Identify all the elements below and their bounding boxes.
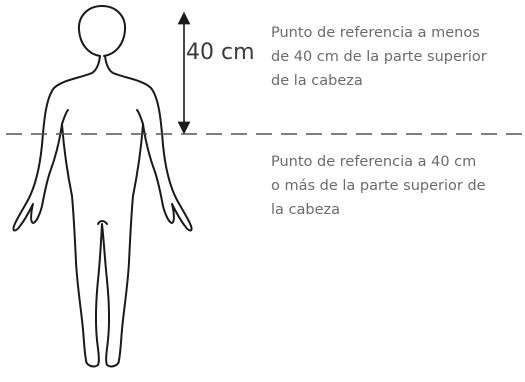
upper-note-line-3: de la cabeza xyxy=(271,73,363,89)
measurement-label: 40 cm xyxy=(186,40,255,65)
lower-note-line-3: la cabeza xyxy=(271,202,341,218)
figure-head xyxy=(77,5,127,57)
upper-note-line-1: Punto de referencia a menos xyxy=(271,25,480,41)
lower-note-line-1: Punto de referencia a 40 cm xyxy=(271,154,477,170)
human-figure-outline xyxy=(12,5,193,368)
figure-left-inner-arm xyxy=(61,109,69,125)
lower-note-line-2: o más de la parte superior de xyxy=(271,178,486,194)
lower-reference-note: Punto de referencia a 40 cm o más de la … xyxy=(271,150,521,222)
figure-body xyxy=(12,55,193,368)
figure-right-inner-arm xyxy=(136,109,144,125)
figure-crotch xyxy=(97,220,108,225)
upper-note-line-2: de 40 cm de la parte superior xyxy=(271,49,487,65)
upper-reference-note: Punto de referencia a menos de 40 cm de … xyxy=(271,21,521,93)
